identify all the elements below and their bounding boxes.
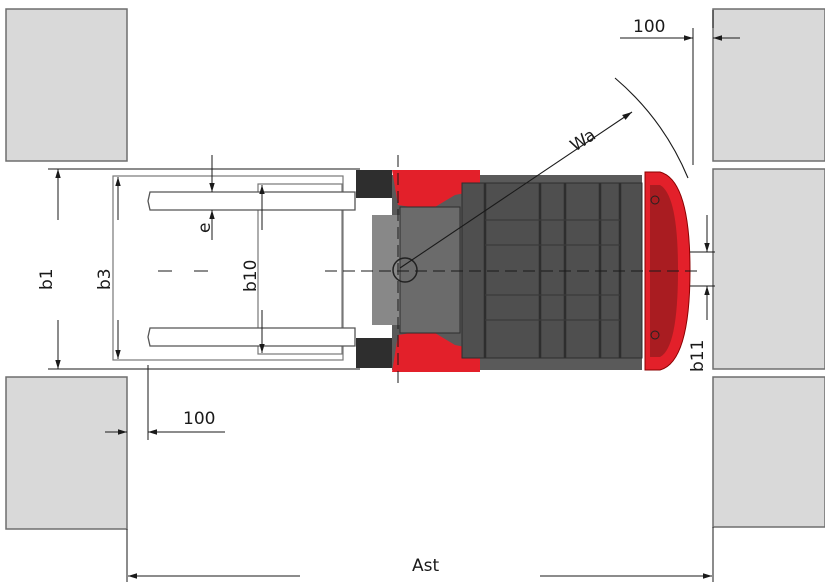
- rack-bottom-right: [712, 376, 825, 528]
- label-wa: Wa: [567, 125, 600, 156]
- mast: [372, 215, 404, 325]
- front-red-top: [392, 170, 480, 210]
- dim-ast: [126, 527, 714, 582]
- pallet-inner: [257, 183, 343, 355]
- label-ast: Ast: [412, 556, 439, 576]
- wa-line: [399, 111, 633, 269]
- wheel-top: [356, 170, 392, 198]
- label-b1: b1: [37, 268, 57, 290]
- label-b11: b11: [688, 340, 708, 372]
- guard-slats: [485, 219, 620, 321]
- dim-b11: [690, 215, 715, 320]
- fork-top: [147, 191, 356, 211]
- turning-radius: [399, 77, 689, 269]
- label-e: e: [195, 223, 215, 233]
- counterweight-inner: [650, 185, 678, 357]
- rack-bottom-left: [5, 376, 128, 530]
- dim-bottom-100: [105, 365, 225, 440]
- label-b3: b3: [95, 268, 115, 290]
- rack-middle-right: [712, 168, 825, 370]
- turning-arc: [614, 77, 689, 179]
- pallet: [112, 175, 344, 361]
- rack-top-left: [5, 8, 128, 162]
- bolt-1: [650, 195, 660, 205]
- forks: [147, 191, 356, 347]
- center-lines: [325, 155, 700, 385]
- racks: [5, 8, 825, 530]
- fork-bottom: [147, 327, 356, 347]
- bolt-2: [650, 330, 660, 340]
- pallet-outer: [112, 175, 344, 361]
- front-red-bottom: [392, 330, 480, 372]
- steering-circle: [392, 257, 418, 283]
- carriage: [399, 206, 461, 334]
- rack-top-right: [712, 8, 825, 162]
- label-b10: b10: [241, 260, 261, 292]
- label-100-bottom: 100: [183, 409, 215, 429]
- wheel-bottom: [356, 338, 392, 368]
- dim-b1: [48, 168, 360, 370]
- label-100-top: 100: [633, 17, 665, 37]
- dim-top-100: [620, 10, 740, 165]
